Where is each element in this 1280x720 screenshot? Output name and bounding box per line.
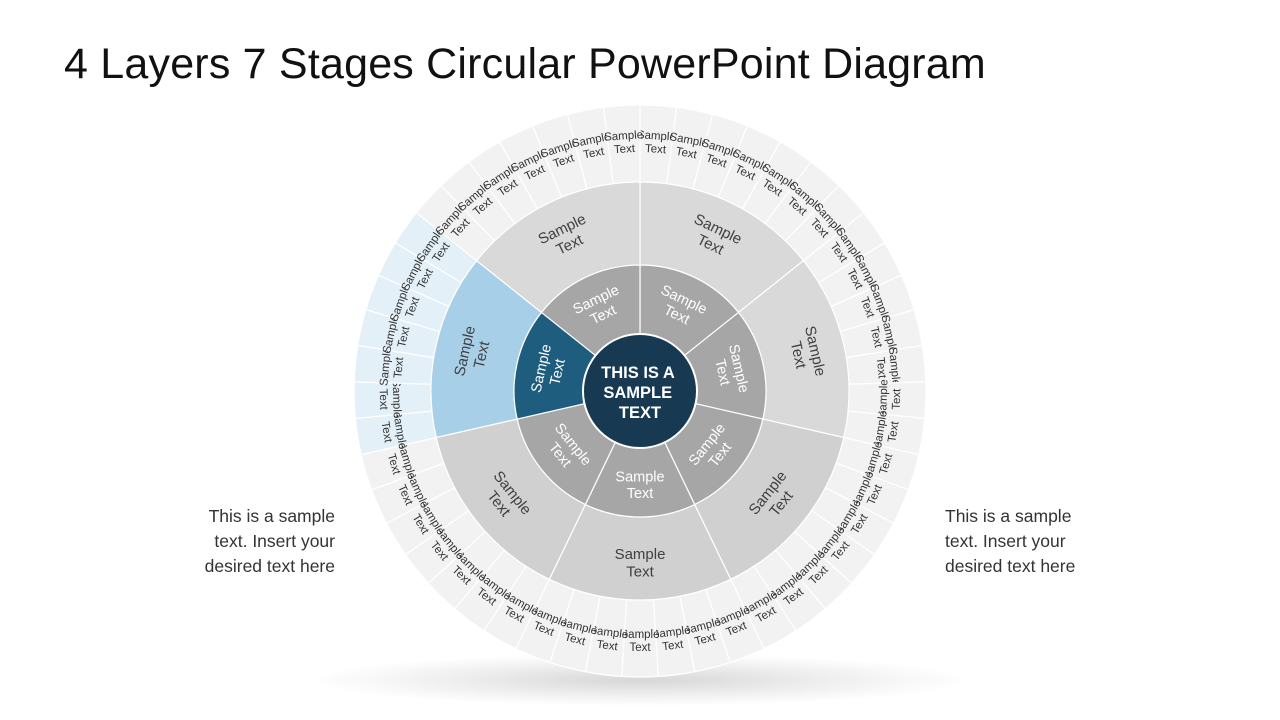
side-note-left-line: desired text here [204, 556, 335, 576]
center-text-line: TEXT [619, 404, 661, 422]
outer-segment-label-line: Text [396, 325, 413, 349]
outer-segment-label-line: Text [385, 452, 403, 476]
outer-segment-label: SampleText [877, 379, 903, 419]
outer-segment-label: SampleText [571, 131, 614, 163]
outer-segment-label: SampleText [873, 347, 902, 388]
side-note-left-line: This is a sample [208, 506, 335, 526]
side-note-right: This is a sample text. Insert your desir… [945, 504, 1145, 579]
outer-segment-label-line: Sample [378, 347, 394, 387]
outer-segment-label-line: Text [868, 326, 885, 350]
outer-segment-label-line: Sample [589, 624, 629, 641]
outer-segment-label-line: Text [878, 452, 896, 476]
middle-segment-label-line: Sample [615, 546, 666, 563]
outer-segment-label-line: Text [377, 389, 390, 411]
middle-segment-label-line: Text [471, 339, 494, 370]
side-note-left-line: text. Insert your [214, 531, 335, 551]
outer-segment-label: SampleText [604, 129, 645, 157]
outer-segment-label-line: Text [891, 388, 904, 410]
outer-segment-label: SampleText [636, 129, 677, 157]
outer-segment-label-line: Text [379, 421, 394, 445]
outer-segment-label-line: Text [675, 146, 699, 162]
outer-segment-label-line: Sample [604, 129, 644, 143]
outer-segment-label-line: Sample [877, 379, 890, 418]
outer-segment-label-line: Text [563, 631, 587, 648]
center-text-line: THIS IS A [601, 364, 675, 382]
outer-segment-label-line: Sample [637, 129, 677, 143]
outer-segment-label-line: Sample [390, 379, 403, 418]
outer-segment-label-line: Text [694, 631, 718, 648]
inner-segment-label-line: Text [547, 358, 569, 387]
outer-segment-label-line: Text [629, 642, 651, 654]
outer-segment-label: SampleText [554, 616, 598, 650]
outer-segment-label-line: Text [886, 420, 901, 444]
outer-segment-label-line: Text [614, 143, 637, 156]
side-note-left: This is a sample text. Insert your desir… [135, 504, 335, 579]
outer-segment-label: SampleText [378, 347, 407, 388]
diagram-shadow [310, 654, 970, 706]
outer-segment-label-line: Text [582, 146, 606, 162]
outer-segment-label-line: Sample [621, 629, 660, 641]
outer-segment-label-line: Sample [886, 347, 902, 387]
outer-segment-label: SampleText [587, 624, 629, 654]
outer-segment-label: SampleText [666, 131, 709, 163]
middle-segment-label-line: Text [626, 563, 654, 580]
inner-segment-label-line: Text [627, 486, 654, 502]
outer-segment-label-line: Text [596, 639, 619, 654]
center-disc [582, 333, 698, 449]
center-text: THIS IS A SAMPLE TEXT [601, 364, 679, 422]
page-title: 4 Layers 7 Stages Circular PowerPoint Di… [64, 40, 986, 88]
outer-segment-label-line: Text [645, 143, 668, 156]
center-text-line: SAMPLE [603, 384, 672, 402]
inner-segment-label-line: Sample [615, 469, 664, 485]
middle-segment-label-line: Text [787, 340, 810, 371]
outer-segment-label-line: Text [874, 357, 888, 380]
outer-segment-label-line: Text [392, 356, 406, 379]
side-note-right-line: desired text here [945, 556, 1076, 576]
center-circle: THIS IS A SAMPLE TEXT [582, 333, 698, 449]
side-note-right-line: This is a sample [945, 506, 1072, 526]
outer-segment-label-line: Text [662, 639, 685, 654]
outer-segment-label: SampleText [376, 379, 402, 419]
inner-segment-label: SampleText [538, 421, 594, 480]
outer-segment-label-line: Sample [651, 624, 691, 641]
inner-segment-label-line: Text [711, 358, 733, 387]
outer-segment-label: SampleText [651, 624, 693, 654]
side-note-right-line: text. Insert your [945, 531, 1066, 551]
